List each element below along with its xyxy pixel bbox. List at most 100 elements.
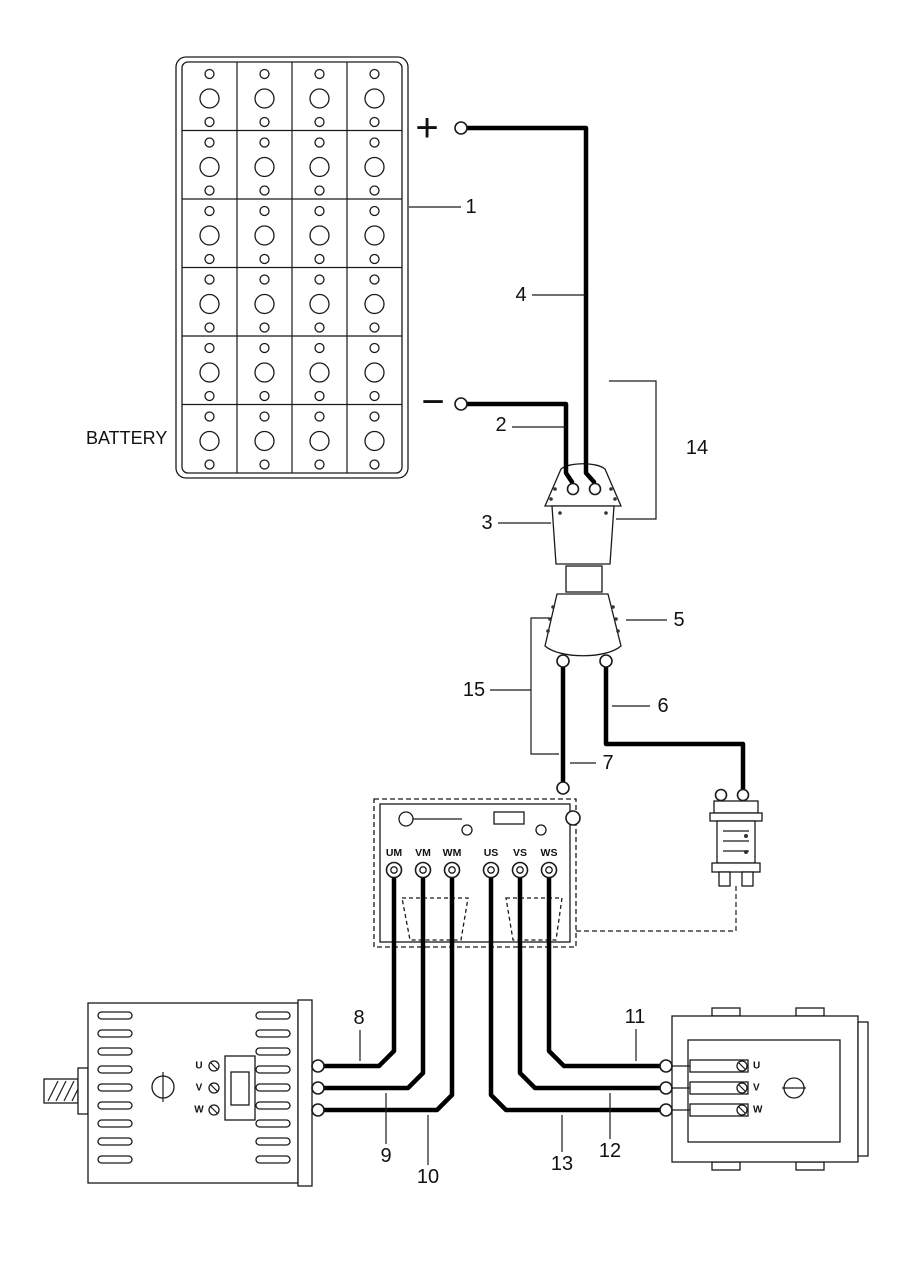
callouts: 1 2 3 4 5 6 7 8 9 10 11 12 13 14 15 — [353, 196, 708, 1188]
left-motor-terminal-label-v: V — [196, 1083, 203, 1094]
controller-terminal — [540, 861, 558, 879]
vent-slot — [255, 1011, 291, 1020]
battery-cell-port — [204, 411, 215, 422]
battery-cell-port — [314, 185, 325, 196]
battery-cell-port — [369, 137, 380, 148]
callout-11-label: 11 — [625, 1006, 646, 1028]
battery-cell-port — [204, 68, 215, 80]
shaft-hatch — [71, 1088, 79, 1102]
rivet-dot — [604, 511, 608, 515]
solenoid-foot — [718, 871, 731, 887]
battery-cell-port — [254, 293, 275, 315]
battery-cell-port — [314, 390, 325, 402]
battery-cell-port — [259, 322, 270, 333]
rivet-dot — [548, 617, 552, 621]
controller-terminal-center — [487, 866, 495, 874]
battery-cell-port — [254, 430, 275, 452]
negative-cable — [464, 401, 575, 485]
controller-terminal — [482, 861, 500, 879]
battery-cell-port — [204, 342, 215, 354]
connector-upper-pin — [588, 482, 602, 496]
controller-internal-outline — [505, 897, 563, 941]
controller-terminal-center — [390, 866, 398, 874]
battery-cell-port — [314, 253, 325, 265]
battery-cell-port — [204, 390, 215, 402]
left-motor: U V W — [43, 999, 313, 1187]
vent-slot — [97, 1083, 133, 1092]
connector-lower-pin — [556, 654, 570, 668]
battery-cell-port — [309, 225, 330, 246]
battery-cell-port — [254, 88, 275, 109]
battery-cell-port — [259, 68, 270, 80]
solenoid-flange — [709, 812, 763, 822]
shaft-hatch — [63, 1080, 75, 1102]
battery-negative-lug — [454, 397, 468, 411]
battery-cell-port — [309, 430, 330, 452]
terminal-label-wm: WM — [443, 847, 462, 859]
plus-symbol: + — [415, 106, 438, 150]
connector-to-solenoid-cable — [603, 665, 746, 792]
battery-cell-port — [369, 411, 380, 422]
right-motor-tab — [711, 1007, 741, 1017]
right-motor-terminal-label-u: U — [753, 1061, 760, 1072]
battery-cell-port — [259, 185, 270, 196]
callout-8-label: 8 — [353, 1007, 364, 1029]
battery-cell-port — [254, 225, 275, 246]
terminal-label-vs: VS — [513, 847, 527, 859]
rivet-dot — [553, 487, 557, 491]
battery-cell-port — [364, 430, 385, 452]
battery-cell-port — [314, 116, 325, 128]
vent-slot — [97, 1029, 133, 1038]
rivet-dot — [546, 629, 550, 633]
vent-slot — [97, 1065, 133, 1074]
connector-lower — [544, 593, 622, 657]
callout-4-label: 4 — [515, 284, 526, 306]
terminal-label-us: US — [484, 847, 499, 859]
battery-cell-port — [369, 342, 380, 354]
callout-2-label: 2 — [495, 414, 506, 436]
rivet-dot — [614, 617, 618, 621]
terminal-screw — [208, 1104, 220, 1116]
rivet-dot — [551, 605, 555, 609]
connector-upper-pin — [566, 482, 580, 496]
left-motor-end-plate — [297, 999, 313, 1187]
cable-us-to-right-motor-w — [488, 874, 663, 1113]
vent-slot — [97, 1137, 133, 1146]
left-motor-terminal-label-u: U — [195, 1061, 202, 1072]
battery-cell-port — [254, 156, 275, 178]
terminal-housing-inner — [230, 1071, 250, 1106]
battery-cell-port — [204, 274, 215, 285]
left-motor-terminal-label-w: W — [194, 1105, 204, 1116]
controller-terminal-center — [516, 866, 524, 874]
vent-slot — [255, 1065, 291, 1074]
cable-wm-to-left-motor-w — [321, 874, 455, 1113]
vent-slot — [97, 1047, 133, 1056]
vent-slot — [255, 1119, 291, 1128]
battery-cell-port — [259, 459, 270, 470]
battery-label: BATTERY — [86, 428, 167, 448]
battery-cell-port — [309, 88, 330, 109]
callout-3-label: 3 — [481, 512, 492, 534]
battery-cell-port — [204, 322, 215, 333]
rivet-dot — [616, 629, 620, 633]
battery-cell-port — [364, 362, 385, 383]
battery-cell-port — [199, 225, 220, 246]
controller-terminal-center — [545, 866, 553, 874]
right-motor-lug-v — [659, 1081, 673, 1095]
battery-cell-port — [369, 116, 380, 128]
terminal-screw-slot — [209, 1061, 219, 1071]
battery-cell-port — [364, 293, 385, 315]
callout-9-label: 9 — [380, 1145, 391, 1167]
battery-cell-port — [314, 459, 325, 470]
battery-cell-port — [369, 205, 380, 217]
shaft-hatch — [55, 1080, 67, 1102]
right-motor-faceplate — [687, 1039, 841, 1143]
battery-cell-port — [369, 253, 380, 265]
vent-slot — [255, 1101, 291, 1110]
left-motor-lug-w — [311, 1103, 325, 1117]
controller-terminal — [443, 861, 461, 879]
callout-1-label: 1 — [465, 196, 476, 218]
rivet-dot — [558, 511, 562, 515]
right-motor-terminal-label-v: V — [753, 1083, 760, 1094]
callout-7-label: 7 — [602, 752, 613, 774]
